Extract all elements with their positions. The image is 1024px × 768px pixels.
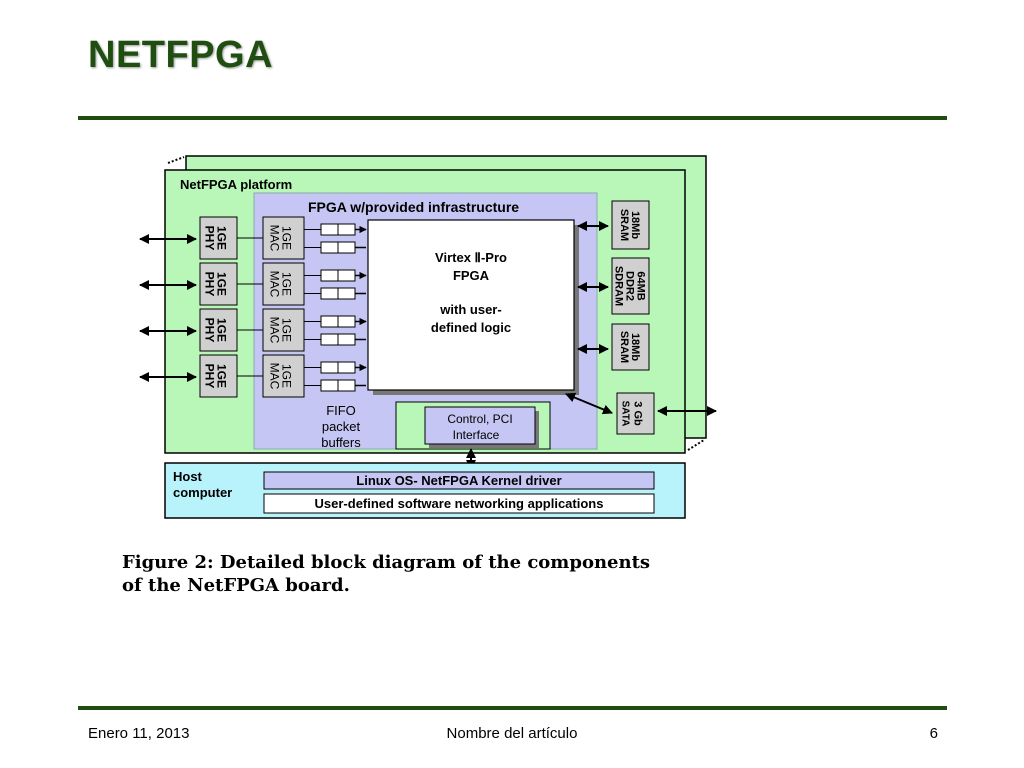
phy-box: [199, 216, 238, 260]
host-line-2: computer: [173, 485, 232, 500]
fifo-label: FIFO packet buffers: [321, 403, 361, 450]
phy-line-2: PHY: [203, 226, 217, 251]
core-line-4: defined logic: [431, 320, 511, 335]
control-line-2: Interface: [453, 428, 500, 442]
memory-label-line: DDR2: [624, 271, 636, 301]
title-divider: [78, 116, 947, 120]
sata-block: 3 Gb SATA: [565, 392, 717, 435]
phy-line-2: PHY: [203, 272, 217, 297]
mac-line-2: MAC: [268, 317, 282, 344]
platform-label: NetFPGA platform: [180, 177, 292, 192]
memory-label-line: 18Mb: [629, 211, 641, 239]
phy-line-1: 1GE: [215, 272, 229, 296]
host-line-1: Host: [173, 469, 203, 484]
mac-line-2: MAC: [268, 271, 282, 298]
memory-label-line: SDRAM: [613, 266, 625, 306]
mac-line-2: MAC: [268, 363, 282, 390]
core-line-1: Virtex Ⅱ-Pro: [435, 250, 507, 265]
sata-line-1: 3 Gb: [632, 401, 644, 426]
virtex-fpga-core: Virtex Ⅱ-Pro FPGA with user- defined log…: [367, 219, 579, 395]
footer-date: Enero 11, 2013: [88, 725, 190, 742]
phy-line-2: PHY: [203, 364, 217, 389]
mac-line-1: 1GE: [280, 318, 294, 342]
apps-label: User-defined software networking applica…: [315, 496, 604, 511]
memory-label-line: SRAM: [618, 209, 630, 241]
phy-line-1: 1GE: [215, 226, 229, 250]
kernel-driver-box: [263, 471, 655, 490]
footer-divider: [78, 706, 947, 710]
phy-line-1: 1GE: [215, 364, 229, 388]
kernel-driver-label: Linux OS- NetFPGA Kernel driver: [356, 473, 561, 488]
mac-line-2: MAC: [268, 225, 282, 252]
memory-label-line: 64MB: [635, 271, 647, 300]
phy-line-1: 1GE: [215, 318, 229, 342]
mac-line-1: 1GE: [280, 226, 294, 250]
footer-page-number: 6: [929, 725, 938, 742]
phy-box: [199, 262, 238, 306]
memory-label-line: SRAM: [618, 331, 630, 363]
core-line-3: with user-: [439, 302, 501, 317]
mac-line-1: 1GE: [280, 272, 294, 296]
host-computer: Host computer Linux OS- NetFPGA Kernel d…: [164, 462, 686, 519]
caption-line-2: of the NetFPGA board.: [122, 575, 350, 596]
control-line-1: Control, PCI: [447, 412, 512, 426]
footer-article: Nombre del artículo: [446, 725, 578, 742]
fifo-line-2: packet: [322, 419, 361, 434]
phy-line-2: PHY: [203, 318, 217, 343]
fifo-line-1: FIFO: [326, 403, 356, 418]
sata-line-2: SATA: [620, 401, 631, 427]
memory-label-line: 18Mb: [629, 333, 641, 361]
fpga-infra-label: FPGA w/provided infrastructure: [308, 199, 519, 215]
mac-line-1: 1GE: [280, 364, 294, 388]
apps-box: [263, 493, 655, 514]
slide-title: NETFPGA: [88, 34, 274, 76]
core-line-2: FPGA: [453, 268, 490, 283]
control-pci-interface: Control, PCI Interface: [395, 401, 551, 450]
phy-box: [199, 308, 238, 352]
mac-box: [262, 262, 305, 306]
caption-line-1: Figure 2: Detailed block diagram of the …: [122, 552, 650, 573]
figure-caption: Figure 2: Detailed block diagram of the …: [122, 552, 650, 596]
mac-box: [262, 354, 305, 398]
mac-box: [262, 216, 305, 260]
fifo-line-3: buffers: [321, 435, 361, 450]
phy-box: [199, 354, 238, 398]
